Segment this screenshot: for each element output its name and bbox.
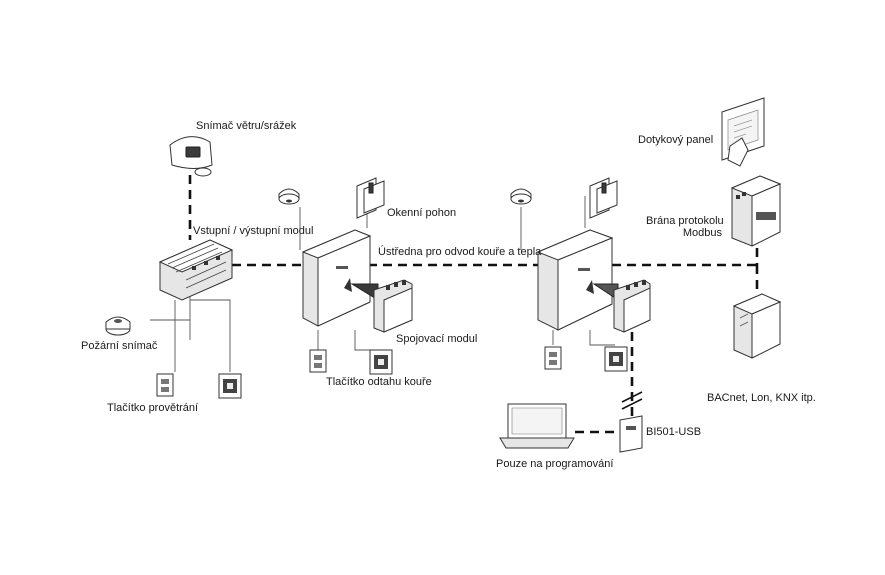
touch-panel-label: Dotykový panel <box>638 134 714 146</box>
usb-adapter-label: BI501-USB <box>646 426 702 438</box>
rain-sensor-device <box>169 136 213 177</box>
line-break-mark <box>621 391 643 410</box>
window-drive-unit1 <box>356 177 385 219</box>
modbus-gateway-device <box>730 175 782 247</box>
laptop-device <box>499 403 575 449</box>
window-drive-unit2 <box>589 177 618 219</box>
bacnet-module-device <box>732 293 782 359</box>
control-unit-1 <box>301 229 372 327</box>
bus-lines <box>188 175 759 434</box>
vent-button-device-unit2 <box>544 346 562 370</box>
vent-button-device-unit1 <box>309 349 327 373</box>
io-module-label: Vstupní / výstupní modul <box>193 225 314 237</box>
vent-button-label: Tlačítko provětrání <box>107 402 199 414</box>
other-protocols-label: BACnet, Lon, KNX itp. <box>707 392 816 404</box>
gateway-label-line1: Brána protokolu <box>646 215 724 227</box>
smoke-button-device-left <box>218 373 242 399</box>
vent-button-device <box>156 373 174 397</box>
smoke-detector-unit1 <box>278 188 300 205</box>
smoke-button-device-unit2 <box>604 346 628 372</box>
smoke-button-device-unit1 <box>369 349 393 375</box>
gateway-label-line2: Modbus <box>682 227 722 239</box>
programming-only-label: Pouze na programování <box>496 458 614 470</box>
io-module-device <box>158 239 234 301</box>
window-drive-label: Okenní pohon <box>387 207 457 219</box>
connection-module-1 <box>350 279 413 333</box>
connection-module-label: Spojovací modul <box>396 333 478 345</box>
control-unit-2 <box>536 229 614 331</box>
fire-detector-label: Požární snímač <box>81 340 158 352</box>
rain-sensor-label: Snímač větru/srážek <box>196 120 297 132</box>
fire-detector-device <box>105 316 131 336</box>
usb-adapter-device <box>619 415 643 453</box>
smoke-button-label: Tlačítko odtahu kouře <box>326 376 432 388</box>
touch-panel-device <box>721 97 765 167</box>
control-unit-label: Ústředna pro odvod kouře a tepla <box>378 246 542 258</box>
smoke-detector-unit2 <box>510 188 532 205</box>
connection-module-2 <box>592 279 651 333</box>
